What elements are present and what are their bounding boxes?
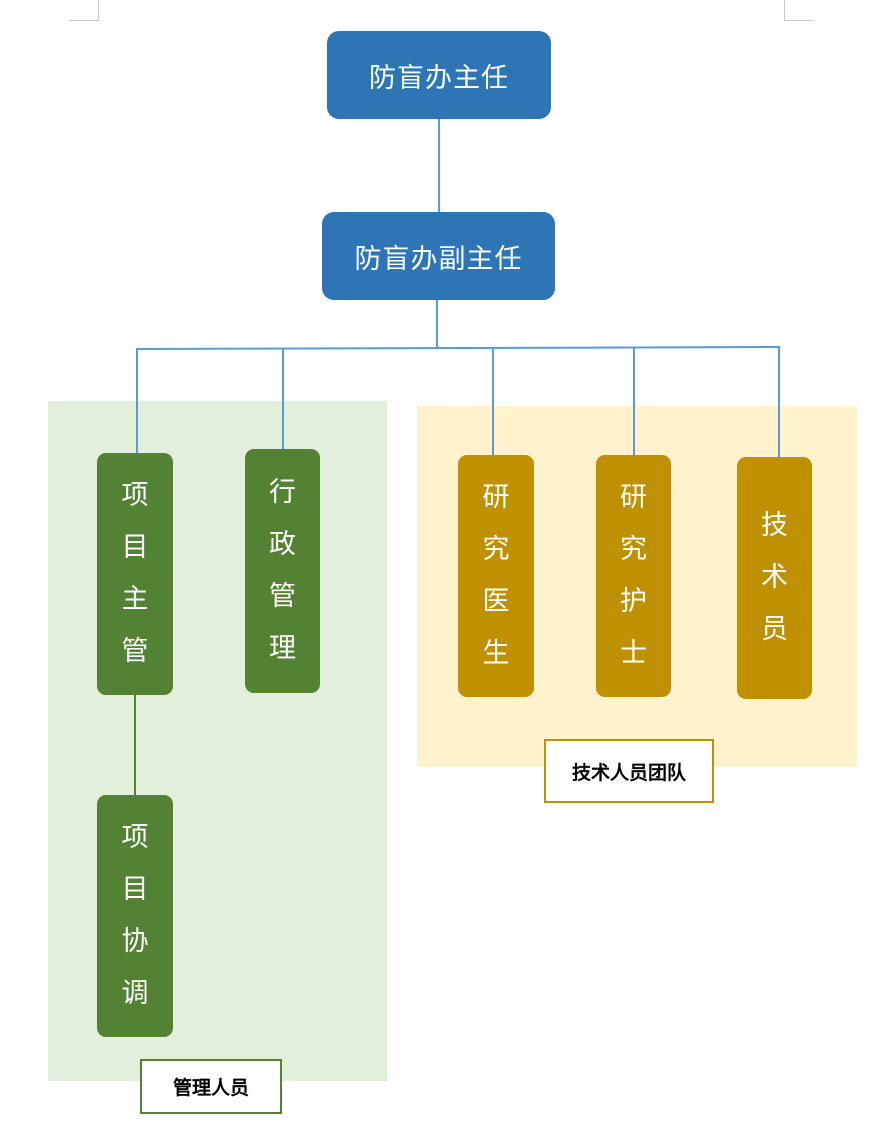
technical-group-label: 技术人员团队 [544, 739, 714, 803]
project-supervisor-label: 项目主管 [121, 480, 149, 667]
research-doctor-label: 研究医生 [482, 482, 510, 669]
management-group-label: 管理人员 [140, 1059, 282, 1114]
deputy-director-box: 防盲办副主任 [322, 212, 555, 300]
management-group-label-text: 管理人员 [172, 1077, 249, 1099]
research-nurse-box: 研究护士 [596, 455, 671, 697]
research-nurse-label: 研究护士 [620, 482, 647, 669]
technical-group-label-text: 技术人员团队 [571, 761, 686, 784]
deputy-director-label: 防盲办副主任 [354, 243, 523, 275]
research-doctor-box: 研究医生 [458, 455, 534, 697]
administration-box: 行政管理 [245, 449, 320, 693]
page-corner-mark-left [70, 0, 99, 21]
project-coordinator-box: 项目协调 [97, 795, 173, 1037]
connector-horizontal-bus [135, 346, 781, 350]
director-box: 防盲办主任 [327, 31, 551, 119]
project-supervisor-box: 项目主管 [97, 453, 173, 695]
technician-box: 技术员 [737, 457, 812, 699]
page-corner-mark-right [784, 0, 813, 21]
administration-label: 行政管理 [269, 477, 296, 664]
project-coordinator-label: 项目协调 [121, 822, 149, 1009]
director-label: 防盲办主任 [369, 62, 509, 94]
technician-label: 技术员 [761, 510, 788, 645]
